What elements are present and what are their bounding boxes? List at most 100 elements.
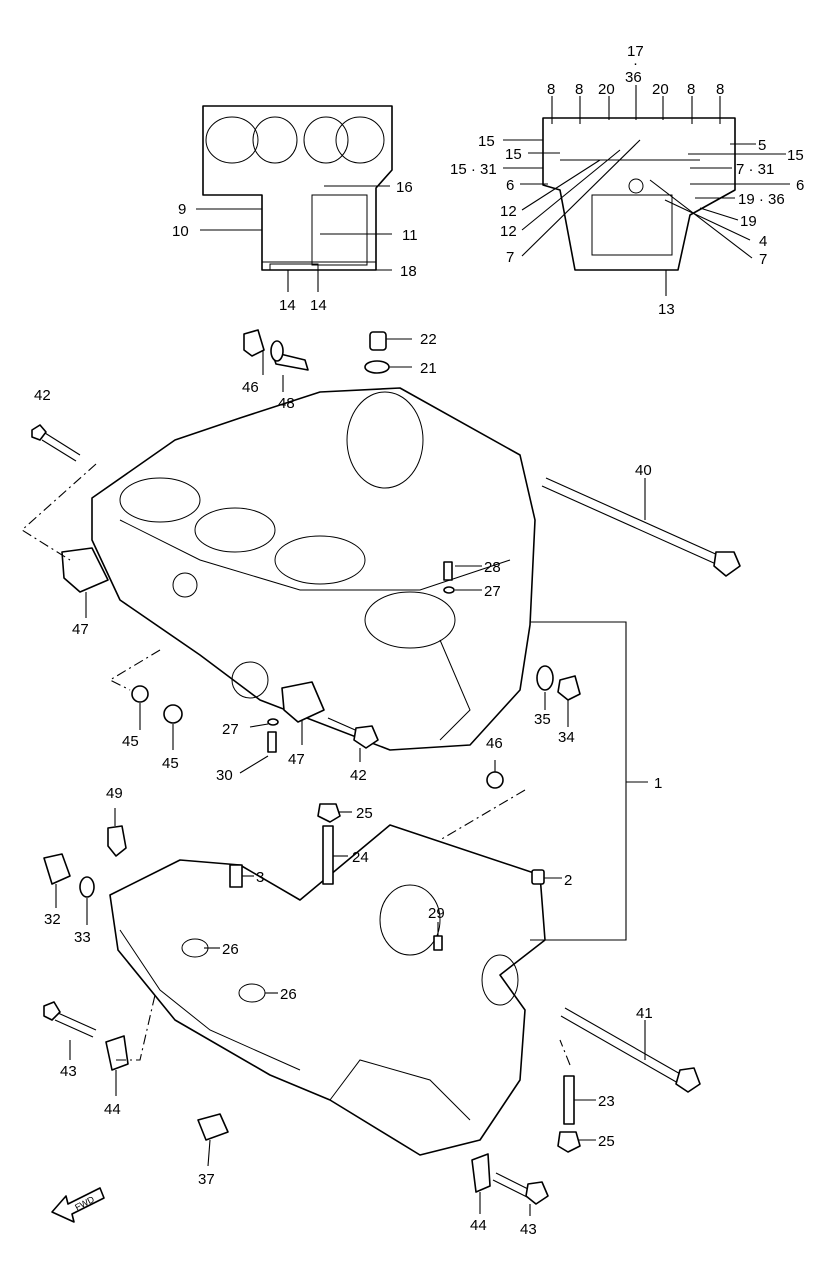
callout-19-36: 19 · 36 xyxy=(738,191,785,208)
callout-19: 19 xyxy=(740,213,757,230)
callout-20a: 20 xyxy=(598,81,615,98)
callout-5: 5 xyxy=(758,137,766,154)
callout-43b: 43 xyxy=(520,1221,537,1238)
nut-45-right xyxy=(163,704,183,724)
callout-12a: 12 xyxy=(500,203,517,220)
dowel-2 xyxy=(531,869,545,885)
callout-21: 21 xyxy=(420,360,437,377)
callout-48: 48 xyxy=(278,395,295,412)
callout-9: 9 xyxy=(178,201,186,218)
callout-47a: 47 xyxy=(72,621,89,638)
bracket-44-left xyxy=(105,1035,129,1071)
callout-1: 1 xyxy=(654,775,662,792)
callout-47b: 47 xyxy=(288,751,305,768)
callout-40: 40 xyxy=(635,462,652,479)
upper-case-inset xyxy=(202,105,393,271)
callout-4: 4 xyxy=(759,233,767,250)
callout-44b: 44 xyxy=(470,1217,487,1234)
callout-27b: 27 xyxy=(484,583,501,600)
oring-27-left xyxy=(267,718,279,726)
callout-17: 17 xyxy=(627,43,644,60)
washer-21 xyxy=(364,360,390,374)
callout-25a: 25 xyxy=(356,805,373,822)
bolt-43-left xyxy=(43,1001,97,1038)
callout-14a: 14 xyxy=(279,297,296,314)
callout-labels: 9 10 16 11 18 14 14 17 · 36 8 8 20 20 8 … xyxy=(34,43,804,1238)
callout-3: 3 xyxy=(256,869,264,886)
callout-49: 49 xyxy=(106,785,123,802)
callout-10: 10 xyxy=(172,223,189,240)
callout-8d: 8 xyxy=(716,81,724,98)
callout-26b: 26 xyxy=(280,986,297,1003)
oring-27-right xyxy=(443,586,455,594)
callout-8b: 8 xyxy=(575,81,583,98)
callout-34: 34 xyxy=(558,729,575,746)
lower-crankcase xyxy=(109,824,546,1156)
callout-15c: 15 xyxy=(787,147,804,164)
callout-32: 32 xyxy=(44,911,61,928)
callout-14b: 14 xyxy=(310,297,327,314)
leader-lines xyxy=(21,85,790,1216)
washer-35 xyxy=(536,665,554,691)
fitting-34 xyxy=(557,675,581,701)
callout-13: 13 xyxy=(658,301,675,318)
callout-15b: 15 xyxy=(505,146,522,163)
callout-41: 41 xyxy=(636,1005,653,1022)
bracket-44-right xyxy=(471,1153,491,1193)
callout-22: 22 xyxy=(420,331,437,348)
callout-8c: 8 xyxy=(687,81,695,98)
dowel-3 xyxy=(229,864,243,888)
callout-15a: 15 xyxy=(478,133,495,150)
callout-7b: 7 xyxy=(759,251,767,268)
upper-crankcase xyxy=(91,387,536,751)
fwd-arrow-icon: FWD xyxy=(51,1187,105,1223)
bolt-42-left xyxy=(31,424,81,462)
callout-7a: 7 xyxy=(506,249,514,266)
callout-33: 33 xyxy=(74,929,91,946)
bolt-43-right xyxy=(492,1172,549,1205)
callout-15-31: 15 · 31 xyxy=(450,161,497,178)
filter-47-left xyxy=(61,547,109,593)
bolt-41 xyxy=(560,1007,701,1093)
callout-6b: 6 xyxy=(796,177,804,194)
callout-45b: 45 xyxy=(162,755,179,772)
clamp-49 xyxy=(107,825,127,857)
callout-44a: 44 xyxy=(104,1101,121,1118)
nut-45-left xyxy=(131,685,149,703)
washer-33 xyxy=(79,876,95,898)
callout-37: 37 xyxy=(198,1171,215,1188)
callout-17-dot: · xyxy=(633,55,638,72)
callout-46a: 46 xyxy=(242,379,259,396)
callout-43a: 43 xyxy=(60,1063,77,1080)
filter-47-center xyxy=(281,681,325,723)
pin-28 xyxy=(443,561,453,581)
callout-30: 30 xyxy=(216,767,233,784)
callout-25b: 25 xyxy=(598,1133,615,1150)
nut-46-right xyxy=(486,771,504,789)
callout-42b: 42 xyxy=(350,767,367,784)
pin-30 xyxy=(267,731,277,753)
callout-12b: 12 xyxy=(500,223,517,240)
callout-45a: 45 xyxy=(122,733,139,750)
callout-18: 18 xyxy=(400,263,417,280)
callout-24: 24 xyxy=(352,849,369,866)
callout-42a: 42 xyxy=(34,387,51,404)
callout-16: 16 xyxy=(396,179,413,196)
callout-26a: 26 xyxy=(222,941,239,958)
callout-6a: 6 xyxy=(506,177,514,194)
plug-32 xyxy=(43,853,71,885)
plug-22 xyxy=(369,331,387,351)
nut-46-top xyxy=(243,329,265,357)
callout-36: 36 xyxy=(625,69,642,86)
callout-8a: 8 xyxy=(547,81,555,98)
callout-35: 35 xyxy=(534,711,551,728)
callout-11: 11 xyxy=(402,227,418,244)
stud-24 xyxy=(322,825,334,885)
nut-25-top xyxy=(317,803,341,823)
callout-20b: 20 xyxy=(652,81,669,98)
plug-37 xyxy=(197,1113,229,1141)
bolt-42-center xyxy=(327,717,379,749)
bolt-40 xyxy=(541,477,741,577)
nut-25-bottom xyxy=(557,1131,581,1153)
